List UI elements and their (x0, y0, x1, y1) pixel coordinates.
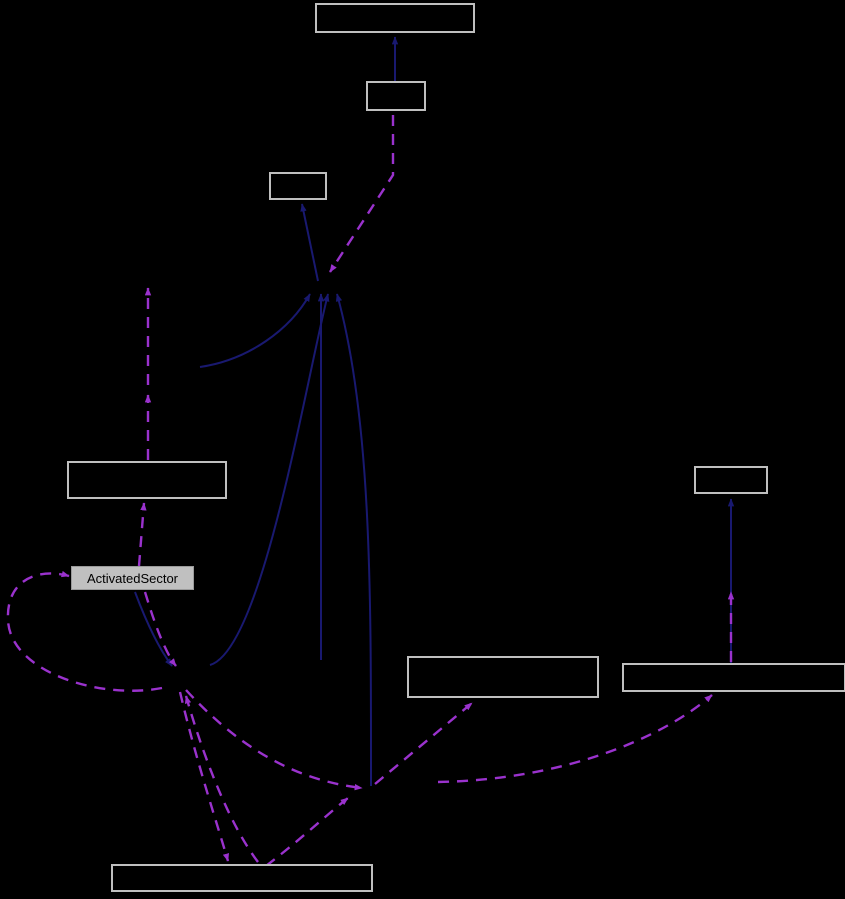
edge-usage-node5-node4 (137, 502, 147, 567)
edge-usage-node9-hub (184, 695, 259, 863)
edge-inherit-c-hub (335, 293, 373, 787)
class-node-8[interactable] (622, 663, 845, 692)
class-node-9[interactable] (111, 864, 373, 892)
class-node-7[interactable] (694, 466, 768, 494)
class-node-activatedsector[interactable]: ActivatedSector (71, 566, 194, 590)
edge-inherit-node5-hub (134, 591, 173, 667)
class-node-2[interactable] (366, 81, 426, 111)
class-node-6[interactable] (407, 656, 599, 698)
class-node-3[interactable] (269, 172, 327, 200)
usage-edge-group (6, 115, 735, 867)
edge-usage-hub-node2 (328, 115, 395, 273)
edge-usage-node5-hub (143, 591, 177, 667)
class-node-1[interactable] (315, 3, 475, 33)
edge-inherit-d-hub (209, 293, 330, 666)
class-node-activatedsector-label: ActivatedSector (86, 570, 179, 586)
class-node-4[interactable] (67, 461, 227, 499)
edge-usage-hub-node9 (178, 691, 230, 862)
edge-inherit-hub-node3 (300, 203, 319, 282)
edge-inherit-a-hub (199, 293, 311, 368)
edge-usage-lower-node8 (437, 694, 713, 784)
edge-usage-lower-node6 (374, 702, 473, 785)
edge-usage-node9-lower (265, 797, 349, 867)
edge-usage-hub-lower (185, 689, 363, 791)
edge-usage-selfloop (6, 570, 163, 692)
